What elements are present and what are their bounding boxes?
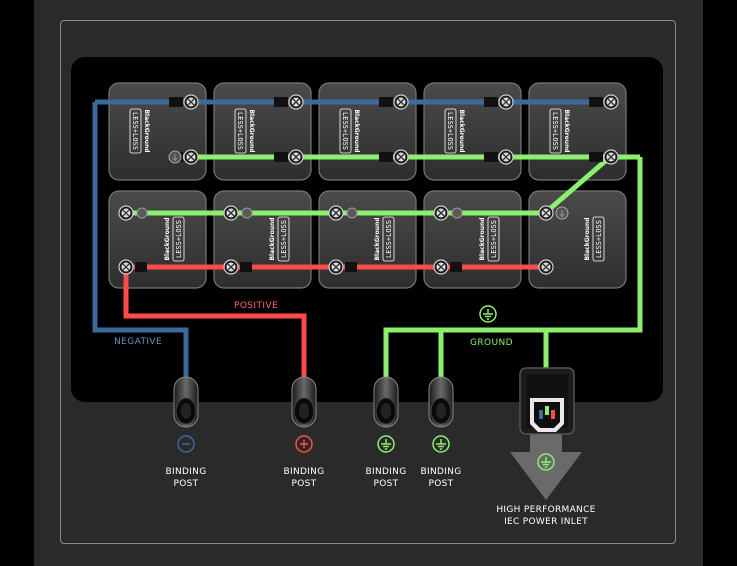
right-margin bbox=[703, 0, 737, 566]
positive-label: POSITIVE bbox=[234, 301, 278, 311]
svg-text:BlackGround: BlackGround bbox=[458, 109, 465, 152]
binding-post-label-line1: BINDING bbox=[366, 467, 407, 477]
module-brand-label: BlackGround LESS+LOSS bbox=[374, 216, 395, 262]
screw-terminal-icon bbox=[498, 94, 514, 110]
svg-text:LESS+LOSS: LESS+LOSS bbox=[490, 220, 498, 258]
negative-wire bbox=[92, 102, 189, 378]
screw-terminal-icon bbox=[328, 259, 344, 275]
screw-terminal-icon bbox=[288, 149, 304, 165]
svg-text:BlackGround: BlackGround bbox=[479, 217, 486, 260]
screw-terminal-icon bbox=[538, 259, 554, 275]
svg-text:LESS+LOSS: LESS+LOSS bbox=[446, 112, 454, 150]
svg-text:BlackGround: BlackGround bbox=[164, 217, 171, 260]
binding-posts: BINDING POST BINDING POST BINDING POST BINDING… bbox=[166, 376, 462, 489]
module-brand-label: BlackGround LESS+LOSS bbox=[339, 108, 360, 154]
iec-inlet[interactable] bbox=[510, 367, 582, 500]
ground-icon bbox=[432, 435, 450, 453]
binding-post-label-line1: BINDING bbox=[284, 467, 325, 477]
screw-terminal-icon bbox=[393, 94, 409, 110]
panel-outline bbox=[60, 20, 676, 544]
negative-label: NEGATIVE bbox=[114, 337, 162, 347]
earth-stud-icon: ⏚ bbox=[555, 206, 569, 220]
svg-text:BlackGround: BlackGround bbox=[353, 109, 360, 152]
screw-terminal-icon bbox=[603, 149, 619, 165]
ground-label: GROUND bbox=[470, 338, 513, 348]
negative-binding-post[interactable] bbox=[173, 376, 199, 453]
binding-post-label-line2: POST bbox=[429, 479, 454, 489]
svg-text:LESS+LOSS: LESS+LOSS bbox=[551, 112, 559, 150]
ground-main-wire bbox=[383, 157, 643, 378]
screw-terminal-icon bbox=[393, 149, 409, 165]
svg-text:LESS+LOSS: LESS+LOSS bbox=[385, 220, 393, 258]
ground-icon bbox=[377, 435, 395, 453]
svg-text:BlackGround: BlackGround bbox=[563, 109, 570, 152]
screw-terminal-icon bbox=[183, 149, 199, 165]
module-brand-label: BlackGround LESS+LOSS bbox=[479, 216, 500, 262]
ground-binding-post-1[interactable] bbox=[373, 376, 399, 453]
plus-icon bbox=[295, 435, 313, 453]
module-brand-label: BlackGround LESS+LOSS bbox=[444, 108, 465, 154]
binding-post-label-line2: POST bbox=[292, 479, 317, 489]
binding-post-label-line2: POST bbox=[174, 479, 199, 489]
earth-stud-icon: ⏚ bbox=[168, 150, 182, 164]
svg-text:⏚: ⏚ bbox=[172, 154, 179, 162]
svg-text:⏚: ⏚ bbox=[559, 210, 566, 218]
wires bbox=[92, 99, 643, 378]
stud-icon bbox=[451, 207, 463, 219]
module-brand-label: BlackGround LESS+LOSS bbox=[164, 216, 185, 262]
screw-terminal-icon bbox=[433, 259, 449, 275]
svg-text:BlackGround: BlackGround bbox=[143, 109, 150, 152]
svg-text:LESS+LOSS: LESS+LOSS bbox=[236, 112, 244, 150]
inlet-ground-icon bbox=[537, 453, 555, 471]
inlet-label-line2: IEC POWER INLET bbox=[504, 517, 588, 527]
binding-post-label-line2: POST bbox=[374, 479, 399, 489]
terminals: ⏚⏚ bbox=[118, 94, 619, 275]
binding-post-label-line1: BINDING bbox=[166, 467, 207, 477]
screw-terminal-icon bbox=[498, 149, 514, 165]
svg-text:BlackGround: BlackGround bbox=[269, 217, 276, 260]
positive-binding-post[interactable] bbox=[291, 376, 317, 453]
minus-icon bbox=[177, 435, 195, 453]
module-brand-label: BlackGround LESS+LOSS bbox=[269, 216, 290, 262]
stud-icon bbox=[241, 207, 253, 219]
svg-text:BlackGround: BlackGround bbox=[248, 109, 255, 152]
inlet-label-line1: HIGH PERFORMANCE bbox=[496, 505, 595, 515]
svg-text:BlackGround: BlackGround bbox=[584, 217, 591, 260]
binding-post-label-line1: BINDING bbox=[421, 467, 462, 477]
module-brand-label: BlackGround LESS+LOSS bbox=[129, 108, 150, 154]
ground-diagonal bbox=[543, 155, 612, 215]
module-brand-label: BlackGround LESS+LOSS bbox=[549, 108, 570, 154]
screw-terminal-icon bbox=[223, 205, 239, 221]
svg-text:LESS+LOSS: LESS+LOSS bbox=[595, 220, 603, 258]
screw-terminal-icon bbox=[538, 205, 554, 221]
screw-terminal-icon bbox=[328, 205, 344, 221]
screw-terminal-icon bbox=[118, 259, 134, 275]
positive-wire bbox=[123, 267, 307, 378]
module-brand-label: BlackGround LESS+LOSS bbox=[584, 216, 605, 262]
screw-terminal-icon bbox=[603, 94, 619, 110]
screw-terminal-icon bbox=[118, 205, 134, 221]
svg-text:LESS+LOSS: LESS+LOSS bbox=[175, 220, 183, 258]
stud-icon bbox=[136, 207, 148, 219]
svg-text:LESS+LOSS: LESS+LOSS bbox=[131, 112, 139, 150]
left-margin bbox=[0, 0, 34, 566]
screw-terminal-icon bbox=[223, 259, 239, 275]
module-brand-label: BlackGround LESS+LOSS bbox=[234, 108, 255, 154]
svg-text:BlackGround: BlackGround bbox=[374, 217, 381, 260]
ground-symbol-wire-icon bbox=[479, 305, 497, 323]
svg-text:LESS+LOSS: LESS+LOSS bbox=[341, 112, 349, 150]
screw-terminal-icon bbox=[288, 94, 304, 110]
screw-terminal-icon bbox=[183, 94, 199, 110]
svg-text:LESS+LOSS: LESS+LOSS bbox=[280, 220, 288, 258]
stud-icon bbox=[346, 207, 358, 219]
ground-binding-post-2[interactable] bbox=[428, 376, 454, 453]
screw-terminal-icon bbox=[433, 205, 449, 221]
